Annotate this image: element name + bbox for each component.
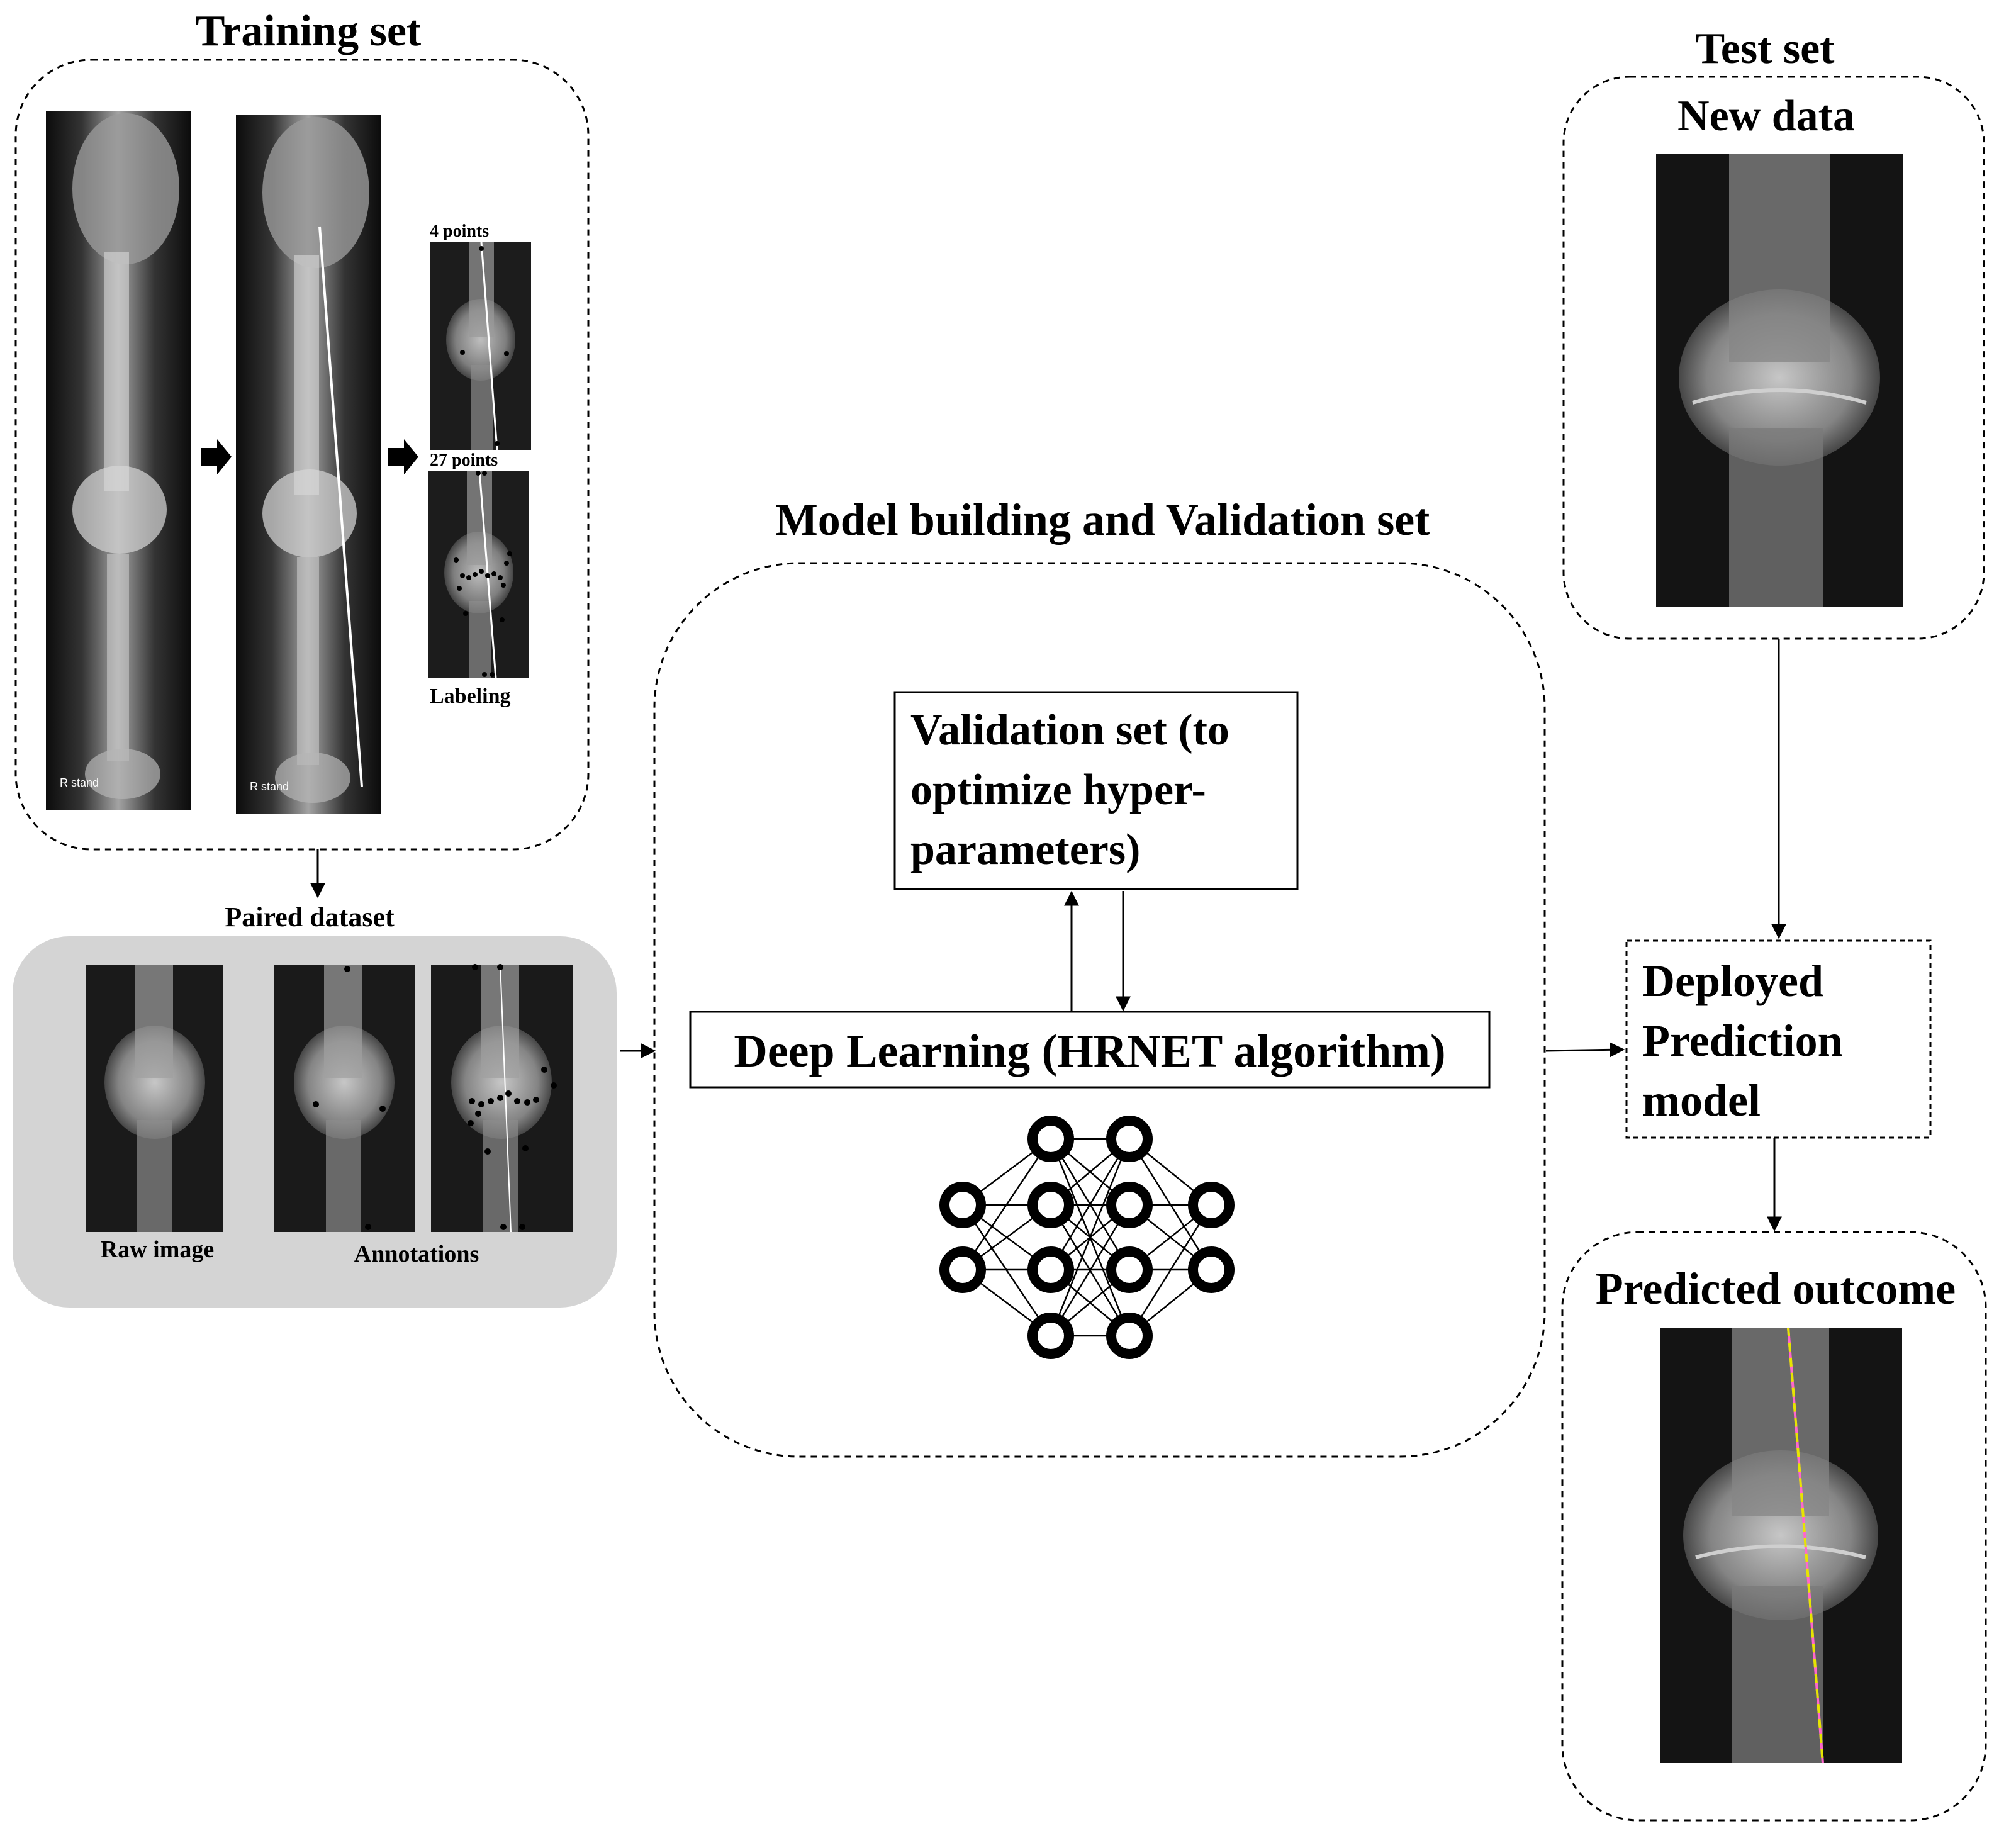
neural-network-icon [939,1116,1235,1359]
validation-line-3: parameters) [910,826,1140,874]
raw-image-caption: Raw image [101,1236,214,1263]
new-data-title: New data [1677,92,1855,140]
predicted-knee-xray [1660,1327,1902,1764]
xray-full-leg-with-axis: R stand [236,115,381,814]
test-set-frame [1562,76,1985,640]
paired-annotation-4-points [274,965,415,1232]
xray-side-label: R stand [60,776,99,789]
deployed-line-3: model [1642,1075,1761,1126]
bold-right-arrow-icon [388,439,418,474]
arrow-model-to-deployed [1545,1042,1625,1058]
labeling-caption: Labeling [430,685,510,708]
validation-line-1: Validation set (to [910,706,1229,754]
deployed-line-1: Deployed [1642,956,1823,1006]
model-building-title: Model building and Validation set [775,495,1430,545]
label-27-points: 27 points [430,451,498,470]
xray-knee-4-points [430,242,531,451]
label-4-points: 4 points [430,221,489,241]
deep-learning-box [689,1011,1491,1089]
validation-set-box [893,691,1299,890]
validation-line-2: optimize hyper- [910,766,1206,814]
xray-side-label: R stand [250,780,289,793]
deployed-model-box [1625,939,1932,1139]
new-data-knee-xray [1656,154,1903,607]
predicted-outcome-title: Predicted outcome [1596,1263,1956,1314]
predicted-outcome-frame [1561,1231,1987,1822]
predicted-axis-line-yellow [1787,1327,1824,1764]
training-set-frame [14,59,590,851]
bold-right-arrow-icon [201,439,232,474]
xray-knee-27-points [428,470,529,679]
test-set-title: Test set [1695,25,1834,73]
annotations-caption: Annotations [354,1241,479,1267]
training-set-title: Training set [196,7,421,55]
paired-annotation-27-points [431,964,573,1233]
xray-full-leg-raw: R stand [46,111,191,810]
model-building-frame [653,562,1546,1458]
paired-raw-image [86,965,223,1232]
paired-dataset-title: Paired dataset [225,902,395,932]
deep-learning-label: Deep Learning (HRNET algorithm) [734,1026,1445,1077]
deployed-line-2: Prediction [1642,1016,1843,1066]
